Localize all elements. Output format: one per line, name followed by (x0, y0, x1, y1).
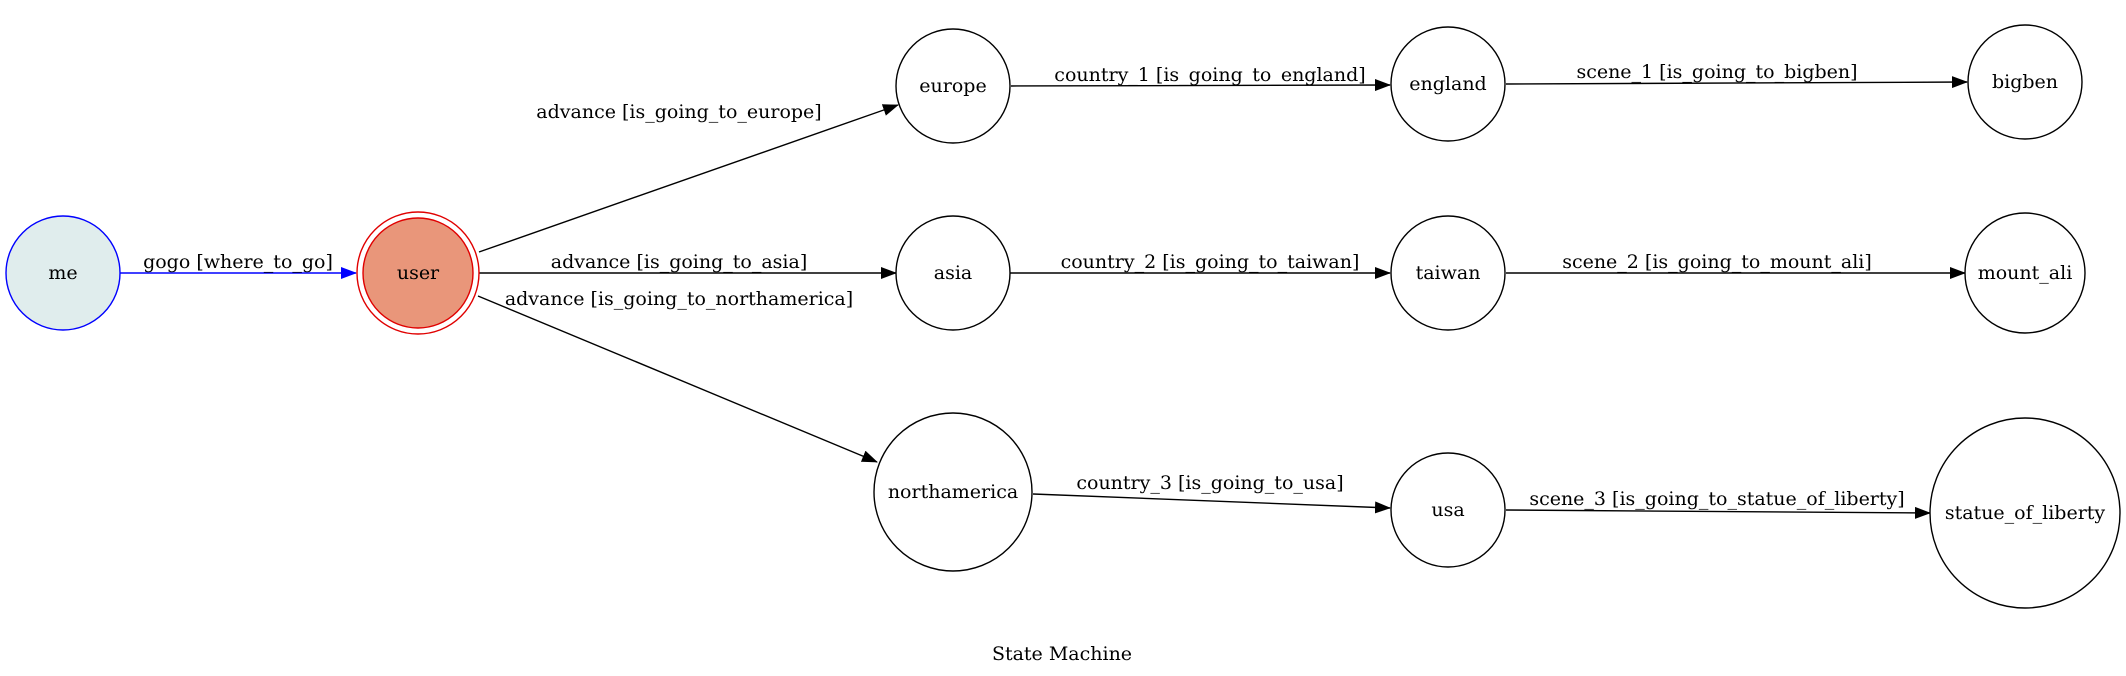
node-label-statue-of-liberty: statue_of_liberty (1945, 502, 2106, 524)
nodes: me user europe asia northamerica england… (5, 24, 2121, 609)
node-label-taiwan: taiwan (1416, 262, 1481, 284)
diagram-caption: State Machine (992, 643, 1132, 665)
node-label-usa: usa (1431, 499, 1464, 521)
edge-label-usa-statue-of-liberty: scene_3 [is_going_to_statue_of_liberty] (1529, 488, 1904, 510)
edges: gogo [where_to_go] advance [is_going_to_… (120, 61, 1968, 519)
node-asia: asia (895, 215, 1011, 331)
edge-me-user: gogo [where_to_go] (120, 251, 357, 279)
edge-europe-england: country_1 [is_going_to_england] (1010, 64, 1391, 92)
edge-label-user-northamerica: advance [is_going_to_northamerica] (505, 288, 853, 310)
node-taiwan: taiwan (1390, 215, 1506, 331)
edge-taiwan-mount-ali: scene_2 [is_going_to_mount_ali] (1506, 251, 1966, 279)
node-label-bigben: bigben (1992, 71, 2058, 93)
node-label-asia: asia (934, 262, 972, 284)
edge-northamerica-usa: country_3 [is_going_to_usa] (1032, 472, 1391, 514)
node-label-mount-ali: mount_ali (1978, 262, 2073, 284)
edge-label-asia-taiwan: country_2 [is_going_to_taiwan] (1061, 251, 1360, 273)
edge-label-taiwan-mount-ali: scene_2 [is_going_to_mount_ali] (1562, 251, 1872, 273)
edge-usa-statue-of-liberty: scene_3 [is_going_to_statue_of_liberty] (1505, 488, 1931, 519)
node-england: england (1390, 26, 1506, 142)
edge-label-europe-england: country_1 [is_going_to_england] (1054, 64, 1365, 86)
edge-asia-taiwan: country_2 [is_going_to_taiwan] (1010, 251, 1391, 279)
node-label-northamerica: northamerica (888, 481, 1018, 503)
node-usa: usa (1390, 452, 1506, 568)
edge-label-me-user: gogo [where_to_go] (143, 251, 333, 273)
node-mount-ali: mount_ali (1964, 212, 2086, 334)
edge-label-user-asia: advance [is_going_to_asia] (551, 251, 808, 273)
node-user: user (356, 211, 480, 335)
edge-label-user-europe: advance [is_going_to_europe] (536, 101, 821, 123)
edge-user-europe: advance [is_going_to_europe] (478, 101, 899, 253)
edge-user-northamerica: advance [is_going_to_northamerica] (477, 288, 878, 463)
node-label-me: me (48, 262, 77, 284)
node-statue-of-liberty: statue_of_liberty (1929, 417, 2121, 609)
node-northamerica: northamerica (873, 412, 1033, 572)
edge-label-england-bigben: scene_1 [is_going_to_bigben] (1576, 61, 1857, 83)
edge-label-northamerica-usa: country_3 [is_going_to_usa] (1076, 472, 1343, 494)
node-label-europe: europe (919, 75, 986, 97)
node-label-user: user (397, 262, 440, 284)
edge-user-asia: advance [is_going_to_asia] (479, 251, 897, 279)
node-europe: europe (895, 28, 1011, 144)
node-label-england: england (1409, 73, 1486, 95)
node-me: me (5, 215, 121, 331)
node-bigben: bigben (1967, 24, 2083, 140)
edge-england-bigben: scene_1 [is_going_to_bigben] (1505, 61, 1968, 89)
